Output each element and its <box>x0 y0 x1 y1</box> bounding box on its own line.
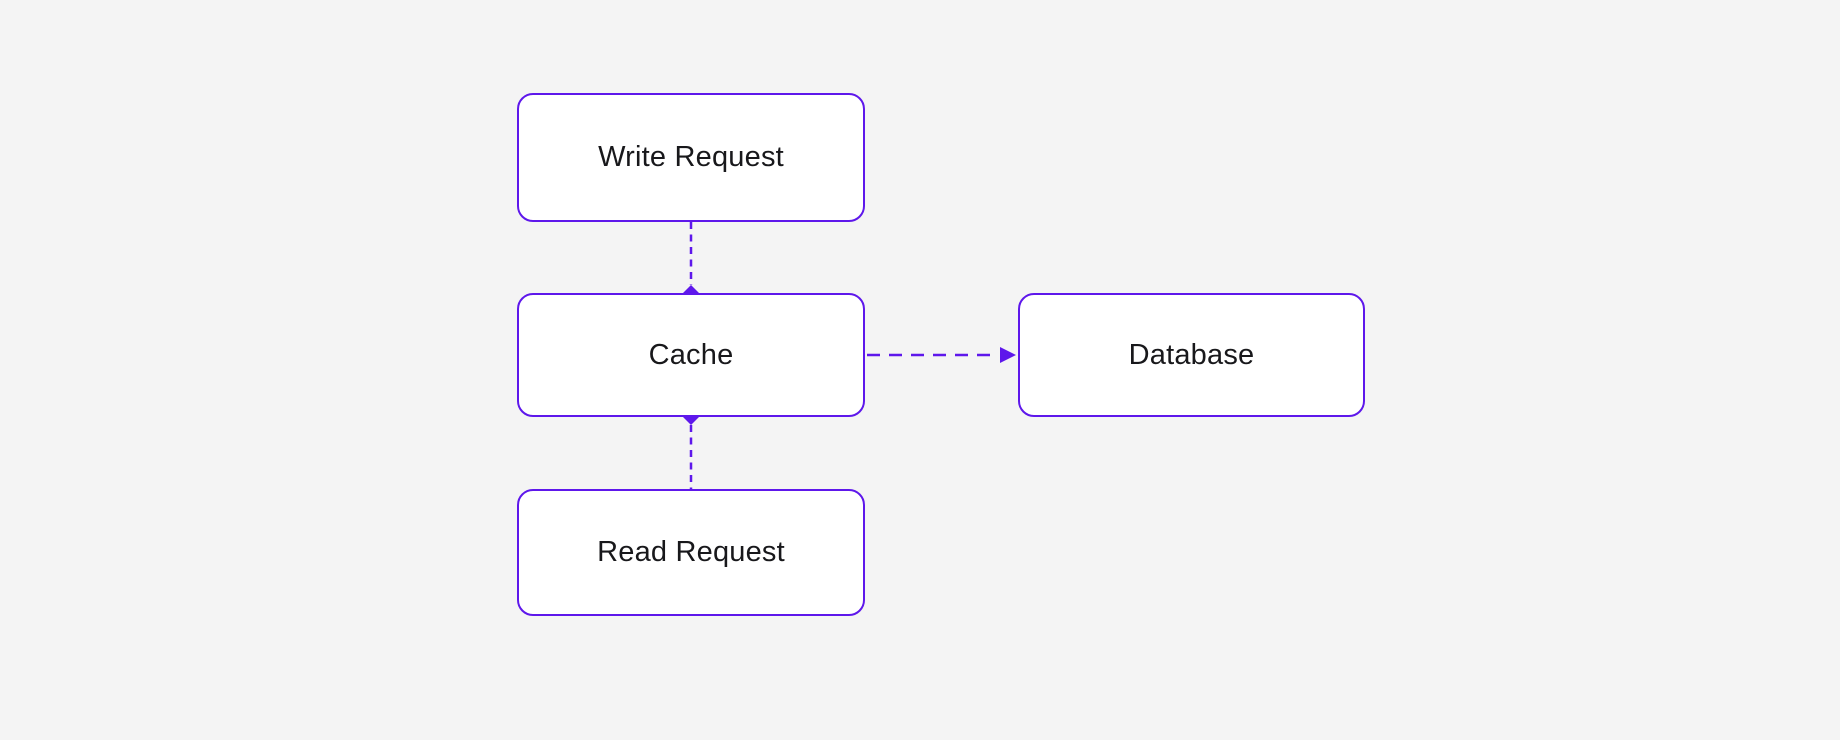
node-database[interactable]: Database <box>1018 293 1365 417</box>
node-read-request-label: Read Request <box>597 536 785 568</box>
node-write-request[interactable]: Write Request <box>517 93 865 222</box>
node-cache[interactable]: Cache <box>517 293 865 417</box>
arrowhead-icon <box>1000 347 1016 363</box>
edge-cache-to-database[interactable] <box>867 347 1016 363</box>
edge-cache-to-read-request[interactable] <box>683 409 699 489</box>
edge-write-request-to-cache[interactable] <box>683 222 699 301</box>
node-database-label: Database <box>1128 338 1255 371</box>
node-read-request[interactable]: Read Request <box>517 489 865 616</box>
node-cache-label: Cache <box>648 338 734 371</box>
node-write-request-label: Write Request <box>598 141 784 173</box>
